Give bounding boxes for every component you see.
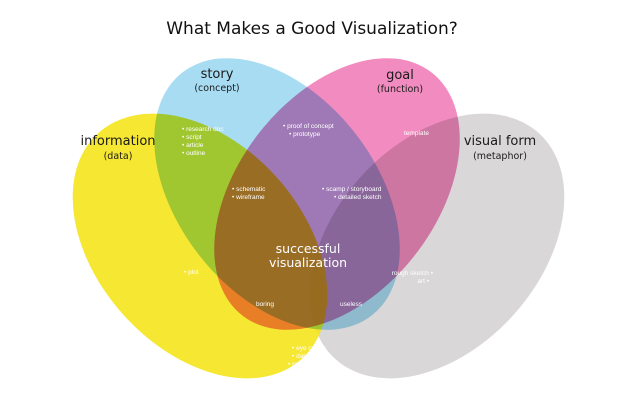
region-item: • eye candy: [292, 345, 326, 352]
region-item: • script: [182, 134, 202, 141]
information-sublabel: (data): [104, 151, 133, 162]
diagram-title: What Makes a Good Visualization?: [166, 19, 458, 39]
region-item: • data art: [292, 353, 318, 360]
region-item: • proof of concept: [283, 123, 334, 130]
region-information-only: • plot: [184, 269, 199, 276]
region-visual-goal-low: rough sketch • art •: [392, 270, 434, 285]
center-label-line-1: successful: [276, 241, 341, 256]
information-label: information: [80, 134, 155, 149]
center-label-line-2: visualization: [269, 255, 347, 270]
region-item: rough sketch •: [392, 270, 434, 277]
story-label: story: [201, 67, 234, 82]
region-item: • schematic: [232, 186, 266, 193]
region-info-visual: • eye candy • data art • pure data vis: [288, 345, 330, 368]
region-item: • prototype: [289, 131, 321, 138]
region-item: • wireframe: [232, 194, 265, 201]
region-story-goal-visual: • scamp / storyboard • detailed sketch: [322, 186, 382, 201]
goal-ellipse: [214, 58, 460, 330]
region-info-story: • research doc • script • article • outl…: [182, 126, 224, 157]
region-item: template: [404, 130, 429, 137]
goal-label: goal: [386, 68, 414, 83]
region-item: • article: [182, 142, 204, 149]
region-item: • research doc: [182, 126, 224, 133]
region-story-goal: • proof of concept • prototype: [283, 123, 334, 138]
region-boring: boring: [256, 301, 274, 308]
region-item: • pure data vis: [288, 361, 330, 368]
region-item: • detailed sketch: [334, 194, 382, 201]
visual-form-label: visual form: [464, 134, 536, 149]
region-info-story-goal: • schematic • wireframe: [232, 186, 266, 201]
goal-sublabel: (function): [377, 84, 423, 95]
region-item: • outline: [182, 150, 206, 157]
region-useless: useless: [340, 301, 363, 308]
region-item: art •: [417, 278, 429, 285]
visual-form-sublabel: (metaphor): [473, 151, 527, 162]
story-sublabel: (concept): [194, 83, 239, 94]
region-item: • scamp / storyboard: [322, 186, 382, 193]
region-item: • plot: [184, 269, 199, 276]
region-goal-visual: template: [404, 130, 429, 137]
